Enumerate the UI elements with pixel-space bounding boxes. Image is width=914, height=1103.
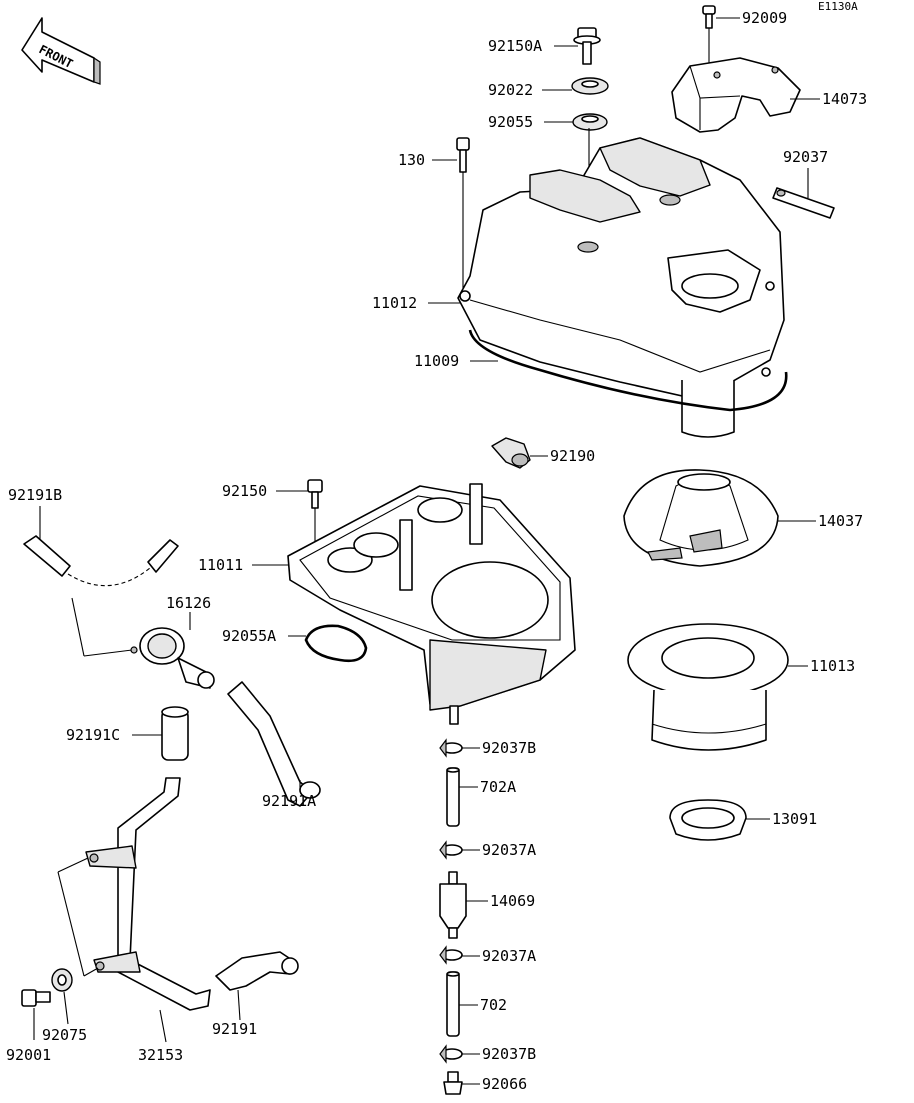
ring-13091-icon <box>669 799 747 841</box>
label-92066: 92066 <box>482 1075 527 1093</box>
label-14073: 14073 <box>822 90 867 108</box>
lower-case-11011-icon <box>287 483 576 725</box>
label-92191C: 92191C <box>66 726 120 744</box>
hose-92191-icon <box>215 951 299 991</box>
leader-lines <box>33 17 820 1085</box>
label-92009: 92009 <box>742 9 787 27</box>
label-32153: 32153 <box>138 1046 183 1064</box>
label-92191A: 92191A <box>262 792 316 810</box>
hose-92191B-icon <box>23 535 179 587</box>
label-92037A-1: 92037A <box>482 841 536 859</box>
part-labels: 92009 92150A 14073 92022 92055 130 92037… <box>6 9 867 1093</box>
bolt-130-icon <box>456 137 470 288</box>
label-702: 702 <box>480 996 507 1014</box>
hose-92191C-icon <box>161 706 189 761</box>
cover-14073-icon <box>671 57 801 133</box>
washer-92022-icon <box>571 77 609 95</box>
label-92022: 92022 <box>488 81 533 99</box>
upper-case-11012-icon <box>457 137 785 438</box>
leader-92191B-valve-2 <box>83 649 133 657</box>
label-14037: 14037 <box>818 512 863 530</box>
label-92001: 92001 <box>6 1046 51 1064</box>
diagram-code: E1130A <box>818 0 858 13</box>
bolt-92001-icon <box>21 989 51 1007</box>
label-92150: 92150 <box>222 482 267 500</box>
label-16126: 16126 <box>166 594 211 612</box>
leader-pipe-2 <box>57 871 85 977</box>
label-11009: 11009 <box>414 352 459 370</box>
label-92150A: 92150A <box>488 37 542 55</box>
washer-92075-icon <box>51 968 73 992</box>
clamp-92037A-2-icon <box>439 945 463 965</box>
label-92055A: 92055A <box>222 627 276 645</box>
valve-16126-icon <box>130 627 215 689</box>
seal-92055A-icon <box>304 624 368 663</box>
label-92055: 92055 <box>488 113 533 131</box>
pipe-32153-icon <box>85 777 211 1011</box>
label-92037A-2: 92037A <box>482 947 536 965</box>
tube-702A-icon <box>446 767 460 827</box>
label-92190: 92190 <box>550 447 595 465</box>
label-92037B-1: 92037B <box>482 739 536 757</box>
clip-92037-icon <box>772 187 835 219</box>
leader-pipe-1 <box>57 857 89 873</box>
label-92075: 92075 <box>42 1026 87 1044</box>
label-92191B: 92191B <box>8 486 62 504</box>
filter-14037-icon <box>623 469 779 567</box>
label-92037B-2: 92037B <box>482 1045 536 1063</box>
filter-14069-icon <box>439 871 467 939</box>
label-11011: 11011 <box>198 556 243 574</box>
label-92037: 92037 <box>783 148 828 166</box>
bolt-92150-icon <box>307 479 323 560</box>
tube-702-icon <box>446 971 460 1037</box>
hose-92191A-icon <box>227 681 321 807</box>
clamp-92037A-1-icon <box>439 840 463 860</box>
gasket-11009-icon <box>468 329 788 412</box>
leader-pipe-3 <box>83 967 99 977</box>
label-13091: 13091 <box>772 810 817 828</box>
label-92191: 92191 <box>212 1020 257 1038</box>
leader-92191B-valve <box>71 597 85 657</box>
plug-92066-icon <box>443 1071 463 1095</box>
clamp-92037B-1-icon <box>439 738 463 758</box>
clamp-92037B-2-icon <box>439 1044 463 1064</box>
label-130: 130 <box>398 151 425 169</box>
label-11013: 11013 <box>810 657 855 675</box>
filter-housing-11013-icon <box>627 623 789 751</box>
label-14069: 14069 <box>490 892 535 910</box>
cap-92190-icon <box>491 437 531 469</box>
label-11012: 11012 <box>372 294 417 312</box>
front-arrow-icon: FRONT <box>21 17 101 85</box>
bolt-92150A-icon <box>573 27 601 65</box>
label-702A: 702A <box>480 778 516 796</box>
